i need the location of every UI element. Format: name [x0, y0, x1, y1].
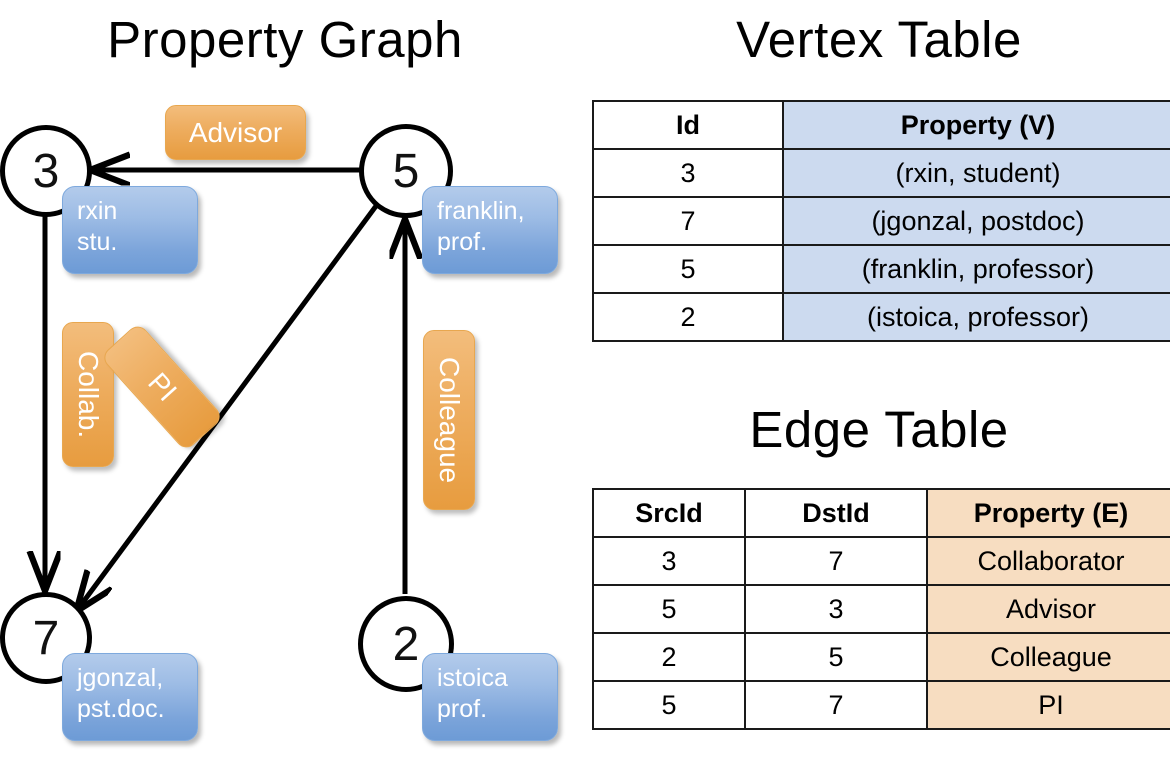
vertex-table-header-row: Id Property (V)	[592, 100, 1170, 150]
edge-label-colleague[interactable]: Colleague	[423, 330, 475, 510]
edge-cell-dstid: 7	[744, 536, 928, 586]
vertex-property-box-3-line2: stu.	[77, 227, 118, 256]
table-row[interactable]: 5 (franklin, professor)	[592, 244, 1170, 294]
vertex-cell-property: (rxin, student)	[782, 148, 1170, 198]
vertex-property-box-7-line2: pst.doc.	[77, 694, 165, 723]
vertex-property-box-3-line1: rxin	[77, 197, 118, 225]
vertex-property-box-7[interactable]: jgonzal, pst.doc.	[62, 653, 198, 741]
vertex-cell-id: 3	[592, 148, 784, 198]
page-title-edge-table: Edge Table	[749, 401, 1009, 458]
edge-cell-dstid: 7	[744, 680, 928, 730]
property-graph-diagram: 3 5 7 2 rxin stu. franklin, prof. jgonza…	[0, 0, 585, 760]
table-row[interactable]: 3 (rxin, student)	[592, 148, 1170, 198]
vertex-node-2[interactable]: 2	[358, 596, 454, 692]
vertex-property-box-2-line1: istoica	[437, 664, 508, 692]
vertex-cell-id: 7	[592, 196, 784, 246]
edge-label-collab[interactable]: Collab.	[62, 322, 114, 467]
vertex-property-box-2[interactable]: istoica prof.	[422, 653, 558, 741]
vertex-cell-property: (istoica, professor)	[782, 292, 1170, 342]
edge-table-header-row: SrcId DstId Property (E)	[592, 488, 1170, 538]
edge-cell-property: Colleague	[926, 632, 1170, 682]
vertex-table-header-property: Property (V)	[782, 100, 1170, 150]
vertex-property-box-5-line1: franklin,	[437, 197, 525, 225]
edge-table: SrcId DstId Property (E) 3 7 Collaborato…	[592, 488, 1170, 730]
edge-cell-srcid: 5	[592, 584, 746, 634]
vertex-table: Id Property (V) 3 (rxin, student) 7 (jgo…	[592, 100, 1170, 342]
edge-table-header-property: Property (E)	[926, 488, 1170, 538]
edge-cell-srcid: 2	[592, 632, 746, 682]
vertex-table-header-id: Id	[592, 100, 784, 150]
vertex-cell-id: 5	[592, 244, 784, 294]
vertex-node-5-label: 5	[392, 144, 420, 198]
vertex-property-box-5-line2: prof.	[437, 227, 488, 256]
vertex-cell-property: (franklin, professor)	[782, 244, 1170, 294]
edge-table-header-dstid: DstId	[744, 488, 928, 538]
edge-cell-dstid: 5	[744, 632, 928, 682]
vertex-property-box-3[interactable]: rxin stu.	[62, 186, 198, 274]
table-row[interactable]: 5 3 Advisor	[592, 584, 1170, 634]
edge-label-pi-text: PI	[141, 366, 183, 407]
edge-label-collab-text: Collab.	[73, 350, 104, 439]
edge-table-header-srcid: SrcId	[592, 488, 746, 538]
edge-5-to-7-pi	[78, 204, 379, 609]
table-row[interactable]: 7 (jgonzal, postdoc)	[592, 196, 1170, 246]
vertex-property-box-5[interactable]: franklin, prof.	[422, 186, 558, 274]
page-title-property-graph: Property Graph	[107, 11, 463, 68]
table-row[interactable]: 3 7 Collaborator	[592, 536, 1170, 586]
edge-cell-dstid: 3	[744, 584, 928, 634]
table-row[interactable]: 2 5 Colleague	[592, 632, 1170, 682]
vertex-cell-id: 2	[592, 292, 784, 342]
vertex-node-2-label: 2	[392, 617, 420, 671]
table-row[interactable]: 5 7 PI	[592, 680, 1170, 730]
edge-cell-property: Advisor	[926, 584, 1170, 634]
edge-cell-property: PI	[926, 680, 1170, 730]
table-row[interactable]: 2 (istoica, professor)	[592, 292, 1170, 342]
edge-cell-srcid: 3	[592, 536, 746, 586]
edge-label-colleague-text: Colleague	[434, 356, 465, 484]
edge-cell-srcid: 5	[592, 680, 746, 730]
page-title-vertex-table: Vertex Table	[736, 11, 1022, 68]
vertex-node-3-label: 3	[32, 144, 60, 198]
vertex-property-box-7-line1: jgonzal,	[77, 664, 164, 692]
edge-label-advisor-text: Advisor	[188, 116, 283, 148]
edge-label-advisor[interactable]: Advisor	[165, 105, 306, 160]
vertex-property-box-2-line2: prof.	[437, 694, 488, 723]
edge-cell-property: Collaborator	[926, 536, 1170, 586]
vertex-node-7-label: 7	[32, 611, 60, 665]
vertex-cell-property: (jgonzal, postdoc)	[782, 196, 1170, 246]
graph-edges-layer	[0, 0, 585, 760]
